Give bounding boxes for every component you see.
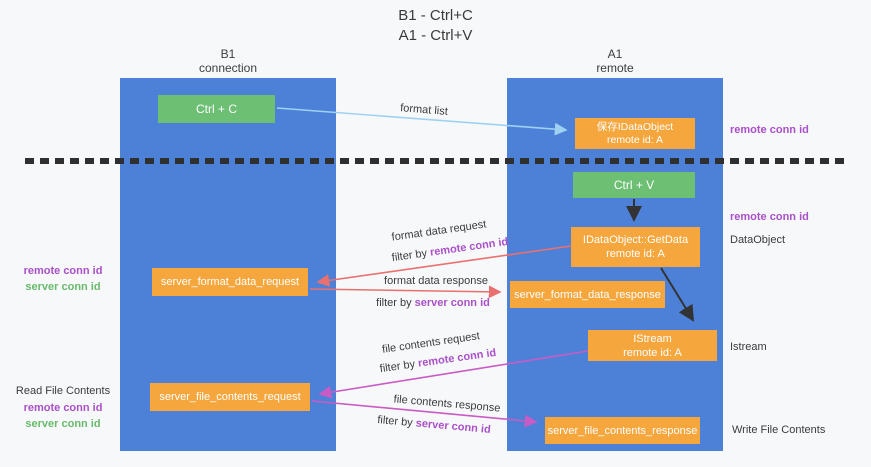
filter-by-text: filter by (376, 297, 412, 309)
lane-header-a1: A1 remote (507, 47, 723, 75)
arrow-file-contents-request (318, 350, 589, 399)
lane-a1-subtitle: remote (596, 61, 634, 75)
ctrl-v-label: Ctrl + V (613, 178, 655, 192)
node-istream: IStream remote id: A (588, 330, 717, 361)
node-ctrl-c: Ctrl + C (158, 95, 275, 123)
filter-key-server-conn-id: server conn id (414, 297, 490, 309)
annotation-remote-conn-id-left1: remote conn id (23, 265, 103, 277)
arrow-getdata-to-istream (660, 267, 695, 322)
istream-line2: remote id: A (623, 346, 682, 359)
edge-filter-format-data-response: filter by server conn id (376, 297, 490, 309)
edge-label-format-data-response: format data response (384, 275, 488, 287)
node-server-file-contents-request: server_file_contents_request (150, 383, 310, 411)
node-server-format-data-response: server_format_data_response (510, 281, 665, 308)
server-file-contents-request-label: server_file_contents_request (159, 391, 301, 403)
node-idataobject-getdata: IDataObject::GetData remote id: A (571, 227, 700, 267)
lane-b1-subtitle: connection (198, 61, 258, 75)
annotation-server-conn-id-left2: server conn id (25, 418, 101, 430)
annotation-remote-conn-id-top: remote conn id (730, 124, 809, 136)
annotation-read-file-contents: Read File Contents (15, 385, 111, 397)
lane-a1-title: A1 (607, 47, 623, 61)
annotation-remote-conn-id-left2: remote conn id (23, 402, 103, 414)
node-server-file-contents-response: server_file_contents_response (545, 417, 700, 444)
annotation-server-conn-id-left1: server conn id (25, 281, 101, 293)
annotation-dataobject: DataObject (730, 234, 786, 246)
node-server-format-data-request: server_format_data_request (152, 268, 308, 296)
arrow-format-data-response (309, 285, 502, 299)
dashed-divider-line (25, 158, 845, 164)
lane-b1-title: B1 (220, 47, 236, 61)
server-file-contents-response-label: server_file_contents_response (547, 424, 698, 437)
annotation-remote-conn-id-mid: remote conn id (730, 211, 809, 223)
lane-header-b1: B1 connection (120, 47, 336, 75)
ctrl-c-label: Ctrl + C (195, 102, 237, 116)
node-save-idataobject: 保存IDataObject remote id: A (575, 118, 695, 149)
arrow-format-data-request (316, 245, 572, 287)
diagram-title: B1 - Ctrl+C A1 - Ctrl+V (0, 6, 871, 46)
annotation-write-file-contents: Write File Contents (732, 424, 826, 436)
arrow-format-list (276, 107, 568, 136)
server-format-data-request-label: server_format_data_request (160, 276, 300, 288)
title-line-1: B1 - Ctrl+C (398, 7, 473, 24)
server-format-data-response-label: server_format_data_response (514, 288, 661, 301)
title-line-2: A1 - Ctrl+V (398, 27, 473, 44)
node-ctrl-v: Ctrl + V (573, 172, 695, 198)
istream-line1: IStream (633, 332, 672, 345)
arrow-file-contents-response (311, 400, 538, 428)
annotation-istream: Istream (730, 341, 767, 353)
getdata-line1: IDataObject::GetData (582, 234, 689, 246)
getdata-line2: remote id: A (606, 248, 665, 260)
save-idataobject-line2: remote id: A (606, 133, 664, 146)
save-idataobject-line1: 保存IDataObject (596, 120, 674, 133)
